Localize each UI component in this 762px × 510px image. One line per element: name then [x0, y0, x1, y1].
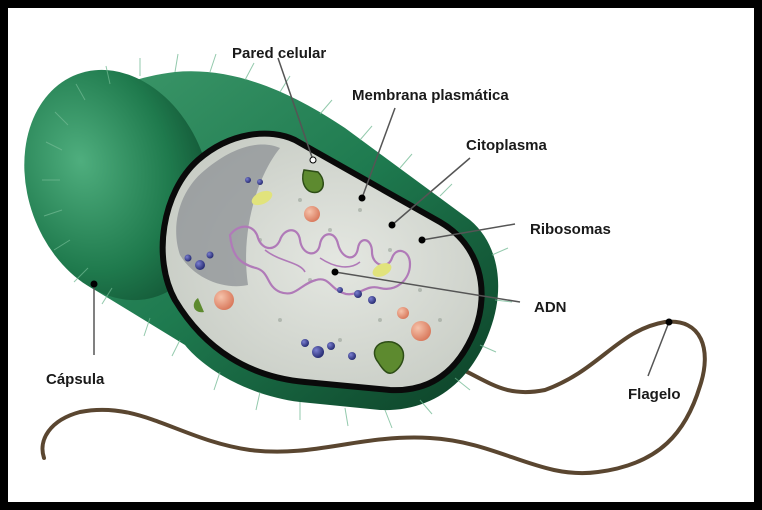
- label-ribosomas: Ribosomas: [530, 221, 611, 239]
- label-adn: ADN: [534, 299, 567, 317]
- bacterium-diagram: [8, 8, 754, 502]
- leader-flagelo: [648, 322, 669, 376]
- label-membrana-plasmatica: Membrana plasmática: [352, 87, 509, 105]
- label-pared-celular: Pared celular: [232, 45, 326, 63]
- label-citoplasma: Citoplasma: [466, 137, 547, 155]
- label-capsula: Cápsula: [46, 371, 104, 389]
- label-flagelo: Flagelo: [628, 386, 681, 404]
